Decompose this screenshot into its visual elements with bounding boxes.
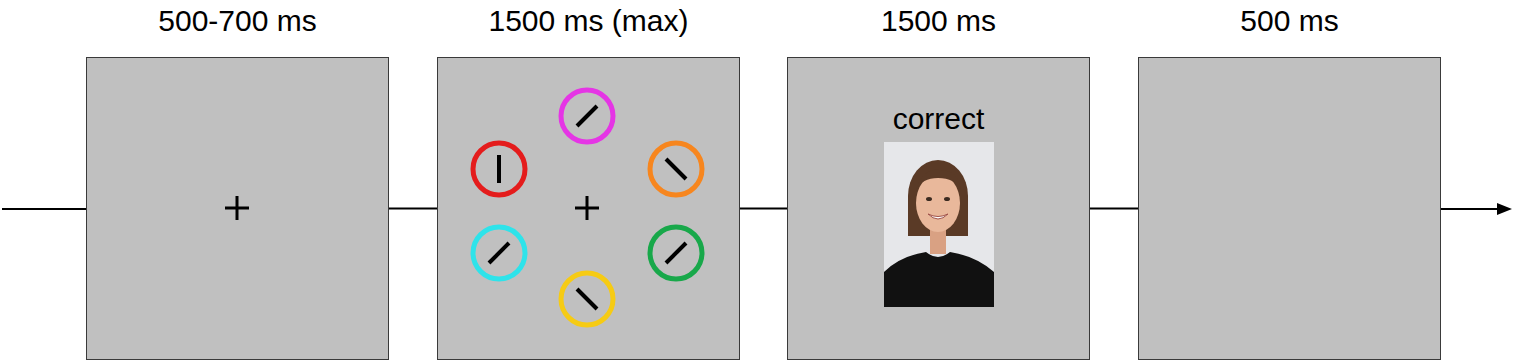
timeline-connector <box>740 208 787 210</box>
duration-label: 500-700 ms <box>87 3 388 39</box>
timeline-connector <box>389 208 437 210</box>
face-photo <box>884 142 994 307</box>
timeline-line <box>2 208 86 210</box>
feedback-text: correct <box>788 101 1089 137</box>
duration-label: 1500 ms <box>788 3 1089 39</box>
fixation-cross <box>225 196 249 220</box>
search-display <box>473 90 702 325</box>
screen-panel: 1500 mscorrect <box>787 57 1090 360</box>
panel-ground <box>1138 57 1441 360</box>
panel-ground <box>437 57 740 360</box>
panel-ground <box>787 57 1090 360</box>
screen-panel: 500 ms <box>1138 57 1441 360</box>
duration-label: 1500 ms (max) <box>438 3 739 39</box>
timeline-connector <box>1090 208 1138 210</box>
timeline-arrowhead <box>1497 203 1512 215</box>
fixation-cross <box>575 196 599 220</box>
screen-panel: 500-700 ms <box>86 57 389 360</box>
panel-ground <box>86 57 389 360</box>
line-segment <box>489 106 686 309</box>
duration-label: 500 ms <box>1139 3 1440 39</box>
timeline-line <box>1441 208 1500 210</box>
screen-panel: 1500 ms (max) <box>437 57 740 360</box>
